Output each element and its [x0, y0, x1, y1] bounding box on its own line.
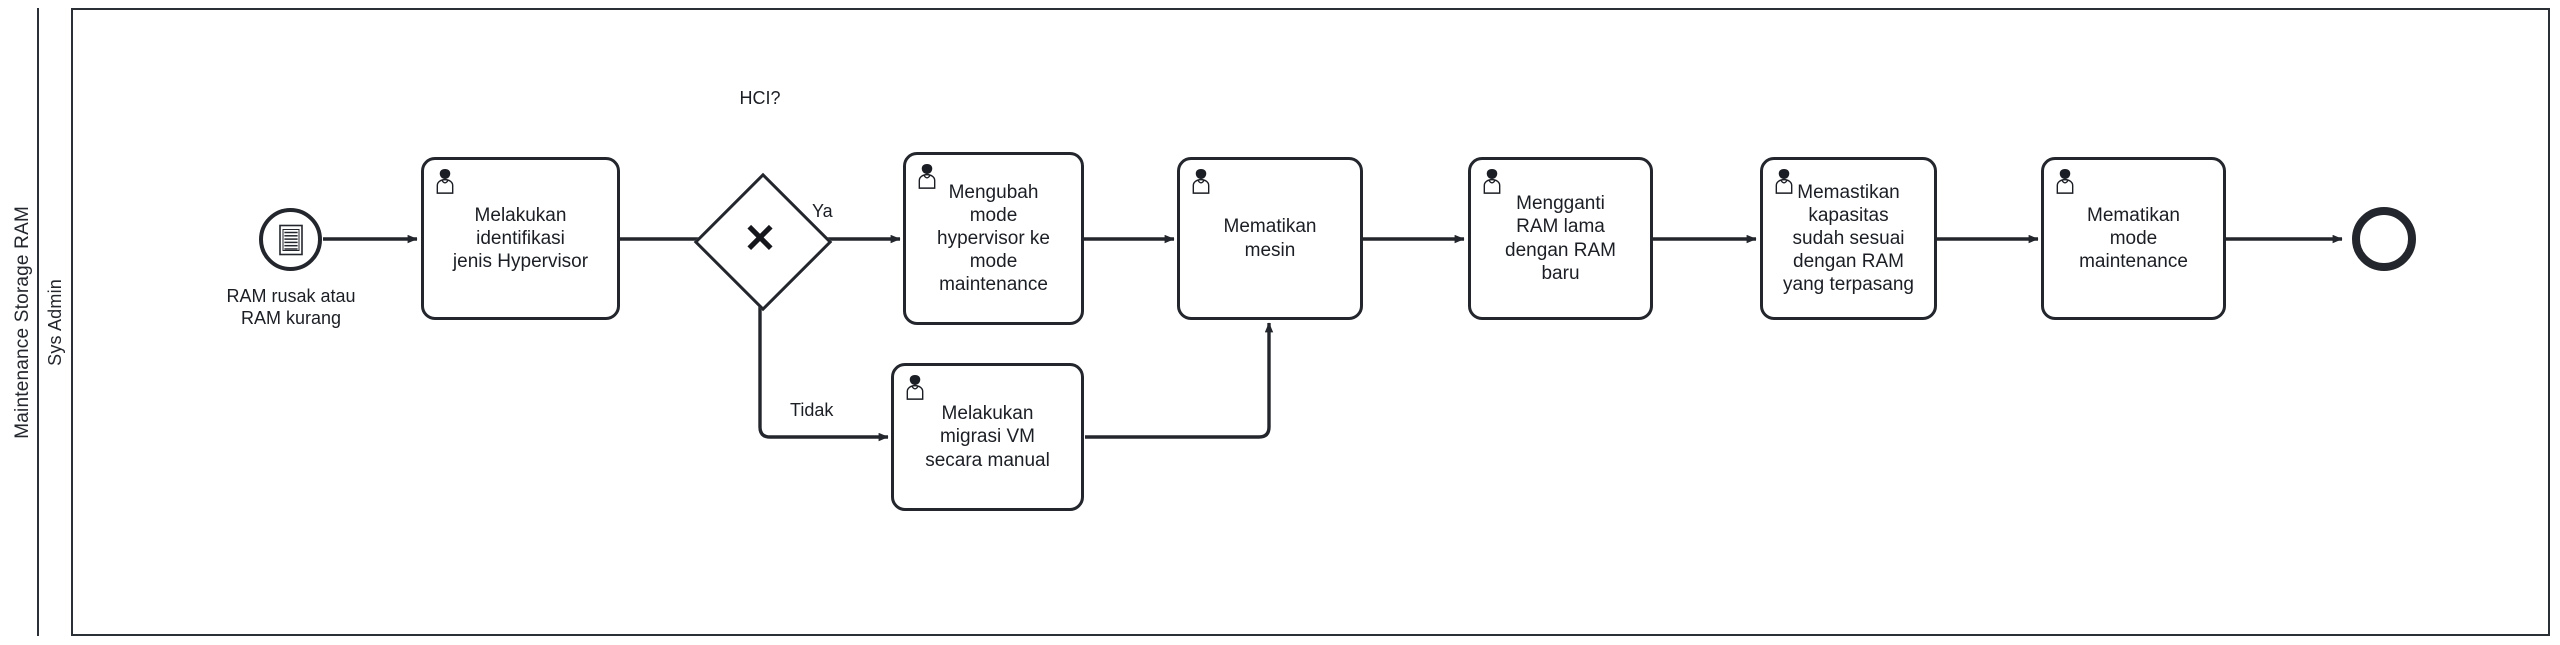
document-icon	[278, 224, 303, 255]
pool-header: Maintenance Storage RAM	[8, 8, 39, 636]
task-melakukan-identifikasi-jenis-hypervisor[interactable]: Melakukan identifikasi jenis Hypervisor	[421, 157, 620, 320]
flow-label-tidak: Tidak	[790, 400, 834, 420]
user-task-icon	[2056, 168, 2074, 194]
end-event[interactable]	[2352, 207, 2416, 271]
task-mematikan-mode-maintenance[interactable]: Mematikan mode maintenance	[2041, 157, 2226, 320]
gateway-hci-exclusive[interactable]: ✕	[693, 172, 833, 312]
flow-t7-to-t3	[1085, 322, 1274, 439]
user-task-icon	[906, 374, 924, 400]
flow-label-ya: Ya	[812, 201, 833, 221]
task-mengubah-mode-hypervisor-ke-mode-maintenance[interactable]: Mengubah mode hypervisor ke mode mainten…	[903, 152, 1084, 325]
task-mengganti-ram-lama-dengan-ram-baru[interactable]: Mengganti RAM lama dengan RAM baru	[1468, 157, 1653, 320]
task-mematikan-mesin[interactable]: Mematikan mesin	[1177, 157, 1363, 320]
start-event-label: RAM rusak atau RAM kurang	[226, 286, 356, 328]
user-task-icon	[1483, 168, 1501, 194]
user-task-icon	[436, 168, 454, 194]
flow-gateway-to-t7-tidak	[758, 286, 889, 442]
lane-header-sys-admin: Sys Admin	[39, 8, 73, 636]
user-task-icon	[1192, 168, 1210, 194]
start-event-ram-rusak[interactable]	[259, 208, 322, 271]
task-label: Mematikan mode maintenance	[2079, 204, 2188, 273]
pool-maintenance-storage-ram	[8, 8, 2550, 636]
task-label: Melakukan identifikasi jenis Hypervisor	[452, 204, 589, 273]
task-label: Memastikan kapasitas sudah sesuai dengan…	[1783, 181, 1914, 296]
task-label: Mematikan mesin	[1223, 216, 1317, 261]
gateway-label-hci: HCI?	[739, 88, 781, 108]
exclusive-x-icon: ✕	[743, 217, 777, 261]
task-label: Mengganti RAM lama dengan RAM baru	[1505, 193, 1616, 284]
task-memastikan-kapasitas-sudah-sesuai[interactable]: Memastikan kapasitas sudah sesuai dengan…	[1760, 157, 1937, 320]
task-melakukan-migrasi-vm-secara-manual[interactable]: Melakukan migrasi VM secara manual	[891, 363, 1084, 511]
task-label: Melakukan migrasi VM secara manual	[925, 403, 1050, 471]
task-label: Mengubah mode hypervisor ke mode mainten…	[937, 181, 1050, 296]
